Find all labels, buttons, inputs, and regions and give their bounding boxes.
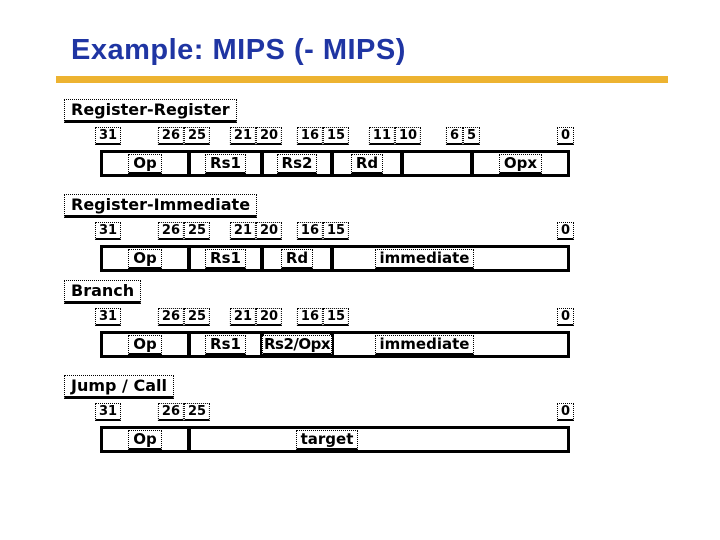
field-cell-op: Op bbox=[103, 153, 187, 174]
section-label: Branch bbox=[64, 280, 142, 304]
bit-label-31: 31 bbox=[95, 308, 122, 326]
field-cell-immediate: immediate bbox=[334, 334, 567, 355]
bit-label: 26 bbox=[157, 127, 184, 145]
field-label: Rs1 bbox=[205, 248, 246, 269]
field-label: Opx bbox=[498, 153, 543, 174]
instruction-format-row: Op Rs1 Rs2/Opx immediate bbox=[100, 331, 570, 358]
section-label: Jump / Call bbox=[64, 375, 174, 399]
bit-label: 5 bbox=[463, 127, 481, 145]
title-divider-rule bbox=[56, 76, 668, 83]
field-label: Rd bbox=[280, 248, 314, 269]
bit-label: 25 bbox=[184, 222, 211, 240]
field-cell-target: target bbox=[191, 429, 567, 450]
section-label: Register-Immediate bbox=[64, 194, 258, 218]
field-cell-opx: Opx bbox=[474, 153, 567, 174]
field-label: Rs2/Opx bbox=[261, 334, 333, 355]
field-label: Op bbox=[128, 153, 162, 174]
bit-label-0: 0 bbox=[556, 127, 574, 145]
field-cell-rs1: Rs1 bbox=[191, 153, 260, 174]
field-label: Rs1 bbox=[205, 334, 246, 355]
bit-label: 10 bbox=[395, 127, 422, 145]
field-cell-rs1: Rs1 bbox=[191, 334, 260, 355]
bit-label: 15 bbox=[323, 308, 350, 326]
bit-label: 26 bbox=[157, 308, 184, 326]
bit-label: 20 bbox=[256, 222, 283, 240]
field-cell-op: Op bbox=[103, 334, 187, 355]
bit-label: 16 bbox=[296, 127, 323, 145]
instruction-format-row: Op Rs1 Rd immediate bbox=[100, 245, 570, 272]
bit-label: 21 bbox=[229, 127, 256, 145]
bit-label: 25 bbox=[184, 127, 211, 145]
field-label: immediate bbox=[374, 248, 475, 269]
field-cell-op: Op bbox=[103, 248, 187, 269]
field-label: target bbox=[295, 429, 359, 450]
field-cell-rs2-opx: Rs2/Opx bbox=[261, 334, 333, 355]
field-label: Op bbox=[128, 248, 162, 269]
bit-label: 6 bbox=[445, 127, 463, 145]
instruction-format-row: Op Rs1 Rs2 Rd Opx bbox=[100, 150, 570, 177]
bit-label: 20 bbox=[256, 127, 283, 145]
field-label: Rs1 bbox=[205, 153, 246, 174]
bit-label: 26 bbox=[157, 222, 184, 240]
bit-label-0: 0 bbox=[556, 403, 574, 421]
bit-label: 11 bbox=[368, 127, 395, 145]
field-cell-rd: Rd bbox=[264, 248, 330, 269]
bit-label: 16 bbox=[296, 222, 323, 240]
bit-label: 16 bbox=[296, 308, 323, 326]
bit-label-31: 31 bbox=[95, 222, 122, 240]
bit-label-0: 0 bbox=[556, 308, 574, 326]
field-cell-unused bbox=[404, 153, 470, 174]
bit-label: 21 bbox=[229, 222, 256, 240]
bit-label-31: 31 bbox=[95, 403, 122, 421]
field-cell-op: Op bbox=[103, 429, 187, 450]
section-label: Register-Register bbox=[64, 99, 237, 123]
bit-label: 21 bbox=[229, 308, 256, 326]
bit-label: 25 bbox=[184, 403, 211, 421]
field-label: Op bbox=[128, 334, 162, 355]
bit-label: 20 bbox=[256, 308, 283, 326]
bit-label: 15 bbox=[323, 127, 350, 145]
field-label: Rd bbox=[350, 153, 384, 174]
bit-label-0: 0 bbox=[556, 222, 574, 240]
bit-label: 26 bbox=[157, 403, 184, 421]
field-cell-rs1: Rs1 bbox=[191, 248, 260, 269]
field-label: immediate bbox=[374, 334, 475, 355]
field-cell-immediate: immediate bbox=[334, 248, 567, 269]
instruction-format-row: Op target bbox=[100, 426, 570, 453]
field-cell-rd: Rd bbox=[334, 153, 400, 174]
page-title: Example: MIPS (- MIPS) bbox=[71, 34, 406, 66]
field-cell-rs2: Rs2 bbox=[264, 153, 330, 174]
bit-label: 25 bbox=[184, 308, 211, 326]
field-label: Rs2 bbox=[276, 153, 318, 174]
field-label: Op bbox=[128, 429, 162, 450]
bit-label: 15 bbox=[323, 222, 350, 240]
bit-label-31: 31 bbox=[95, 127, 122, 145]
